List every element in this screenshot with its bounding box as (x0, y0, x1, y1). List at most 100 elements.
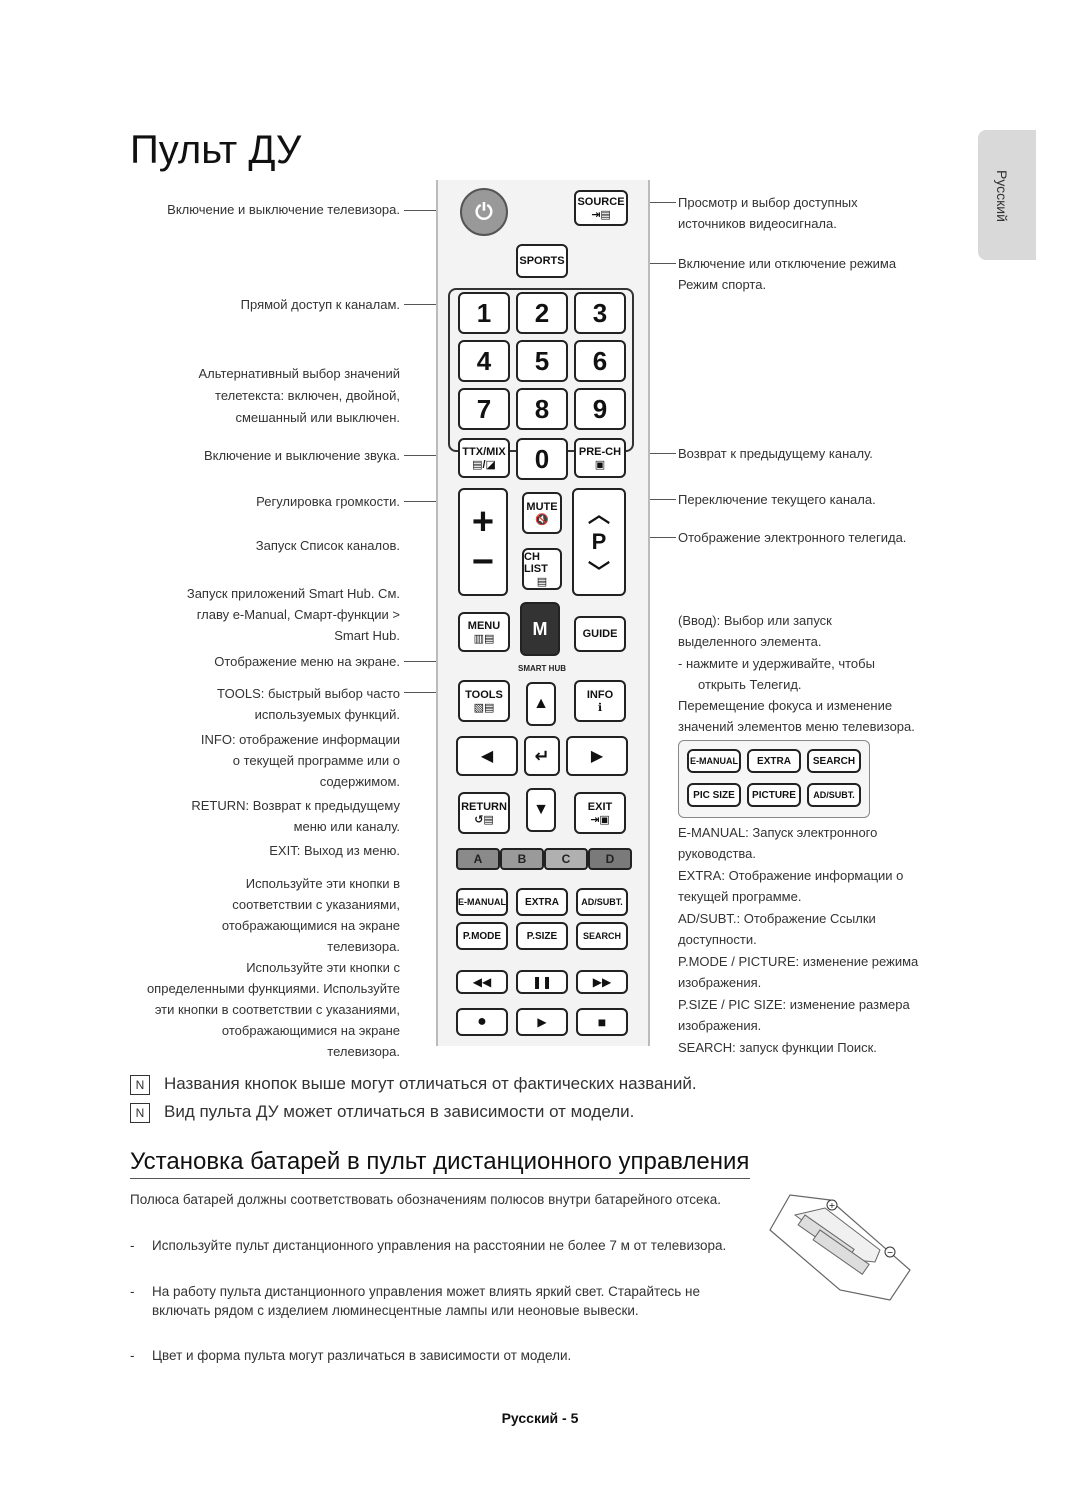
color-button-c[interactable]: C (544, 848, 588, 870)
digit-9-label: 9 (592, 393, 608, 424)
fast-forward-icon: ▶▶ (592, 975, 612, 989)
digit-3-button[interactable]: 3 (574, 292, 626, 334)
ch-list-button[interactable]: CH LIST▤ (522, 548, 562, 590)
digit-0-button[interactable]: 0 (516, 438, 568, 480)
exit-icon: ⇥▣ (590, 813, 610, 826)
digit-2-button[interactable]: 2 (516, 292, 568, 334)
color-button-a[interactable]: A (456, 848, 500, 870)
label-emanual-1: E-MANUAL: Запуск электронного (678, 825, 878, 840)
label-channel: Переключение текущего канала. (678, 492, 876, 507)
extra-button[interactable]: EXTRA (516, 888, 568, 916)
digit-2-label: 2 (534, 297, 550, 328)
color-button-b[interactable]: B (500, 848, 544, 870)
menu-button[interactable]: MENU▥▤ (458, 612, 510, 652)
channel-label: P (591, 529, 607, 554)
note-2-text: Вид пульта ДУ может отличаться в зависим… (164, 1102, 635, 1121)
power-button[interactable]: ⏻ (460, 188, 508, 236)
prech-label: PRE-CH (578, 445, 622, 458)
enter-button[interactable]: ↵ (524, 736, 560, 776)
ad-subt-button[interactable]: AD/SUBT. (576, 888, 628, 916)
right-arrow-button[interactable]: ▶ (566, 736, 628, 776)
right-arrow-icon: ▶ (590, 748, 604, 765)
leader-line (646, 202, 676, 203)
label-search: SEARCH: запуск функции Поиск. (678, 1040, 877, 1055)
p-size-button[interactable]: P.SIZE (516, 922, 568, 950)
mute-button[interactable]: MUTE🔇 (522, 492, 562, 534)
label-mute: Включение и выключение звука. (203, 448, 400, 463)
label-adsubt-1: AD/SUBT.: Отображение Ссылки (678, 911, 876, 926)
digit-6-button[interactable]: 6 (574, 340, 626, 382)
p-mode-button[interactable]: P.MODE (456, 922, 508, 950)
menu-label: MENU (467, 619, 501, 632)
down-arrow-button[interactable]: ▼ (526, 788, 556, 832)
digit-1-label: 1 (476, 297, 492, 328)
guide-label: GUIDE (582, 628, 618, 640)
tools-button[interactable]: TOOLS▧▤ (458, 680, 510, 722)
label-nav-1: Перемещение фокуса и изменение (678, 698, 893, 713)
label-pmode-2: изображения. (678, 975, 762, 990)
label-source-2: источников видеосигнала. (678, 216, 837, 231)
ttx-mix-button[interactable]: TTX/MIX▤/◪ (458, 438, 510, 478)
fast-forward-button[interactable]: ▶▶ (576, 970, 628, 994)
digit-9-button[interactable]: 9 (574, 388, 626, 430)
tools-icon: ▧▤ (473, 701, 495, 714)
down-arrow-icon: ▼ (533, 801, 549, 818)
label-color-3: отображающимися на экране (221, 918, 400, 933)
leader-line (646, 263, 676, 264)
digit-7-button[interactable]: 7 (458, 388, 510, 430)
list-icon: ▤ (536, 575, 548, 588)
label-enter-1: (Ввод): Выбор или запуск (678, 613, 832, 628)
guide-icon: ▣ (594, 458, 606, 471)
digit-1-button[interactable]: 1 (458, 292, 510, 334)
source-button[interactable]: SOURCE⇥▤ (574, 190, 628, 226)
channel-rocker[interactable]: ︿P﹀ (572, 488, 626, 596)
mute-label: MUTE (526, 500, 558, 513)
sports-button[interactable]: SPORTS (516, 244, 568, 278)
svg-text:+: + (829, 1201, 836, 1210)
note-icon: N (130, 1075, 150, 1095)
label-volume: Регулировка громкости. (256, 494, 400, 509)
language-tab-label: Русский (994, 170, 1010, 222)
digit-5-button[interactable]: 5 (516, 340, 568, 382)
digit-8-button[interactable]: 8 (516, 388, 568, 430)
exit-button[interactable]: EXIT⇥▣ (574, 792, 626, 834)
stop-button[interactable]: ■ (576, 1008, 628, 1036)
teletext-icon: ▤/◪ (472, 458, 496, 471)
label-prech: Возврат к предыдущему каналу. (678, 446, 873, 461)
play-button[interactable]: ▶ (516, 1008, 568, 1036)
label-extra-1: EXTRA: Отображение информации о (678, 868, 904, 883)
battery-bullet-2: -На работу пульта дистанционного управле… (130, 1282, 740, 1320)
p-size-label: P.SIZE (526, 930, 558, 942)
label-tools-2: используемых функций. (254, 707, 400, 722)
channel-up-icon: ︿ (587, 502, 610, 527)
pre-ch-button[interactable]: PRE-CH▣ (574, 438, 626, 478)
inset-ad-subt-button: AD/SUBT. (807, 783, 861, 807)
source-icon: ⇥▤ (591, 208, 611, 221)
left-arrow-button[interactable]: ◀ (456, 736, 518, 776)
record-button[interactable]: ● (456, 1008, 508, 1036)
up-arrow-button[interactable]: ▲ (526, 682, 556, 726)
mute-icon: 🔇 (535, 513, 549, 526)
label-smarthub-1: Запуск приложений Smart Hub. См. (186, 586, 400, 601)
search-button[interactable]: SEARCH (576, 922, 628, 950)
e-manual-button[interactable]: E-MANUAL (456, 888, 508, 916)
digit-4-button[interactable]: 4 (458, 340, 510, 382)
color-button-d[interactable]: D (588, 848, 632, 870)
pause-button[interactable]: ❚❚ (516, 970, 568, 994)
label-emanual-2: руководства. (678, 846, 756, 861)
volume-rocker[interactable]: +− (458, 488, 508, 596)
guide-button[interactable]: GUIDE (574, 616, 626, 652)
label-color-4: телевизора. (327, 939, 400, 954)
leader-line (646, 537, 676, 538)
return-button[interactable]: RETURN↺▤ (458, 792, 510, 834)
label-psize-1: P.SIZE / PIC SIZE: изменение размера (678, 997, 910, 1012)
label-tools-1: TOOLS: быстрый выбор часто (216, 686, 400, 701)
rewind-button[interactable]: ◀◀ (456, 970, 508, 994)
label-menu: Отображение меню на экране. (214, 654, 400, 669)
smart-hub-button[interactable]: M (520, 602, 560, 656)
label-sports-2: Режим спорта. (678, 277, 767, 292)
label-color-2: соответствии с указаниями, (232, 897, 400, 912)
color-d-label: D (605, 852, 615, 866)
label-nav-2: значений элементов меню телевизора. (678, 719, 915, 734)
